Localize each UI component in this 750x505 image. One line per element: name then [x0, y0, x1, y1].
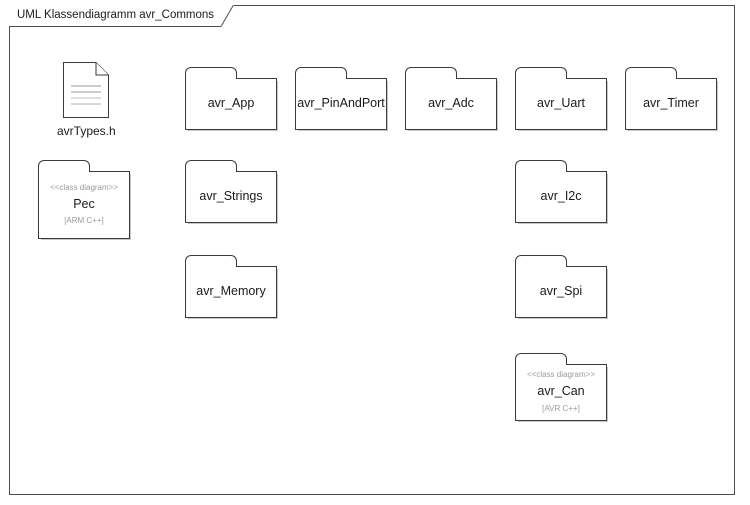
package-avr-adc[interactable]: avr_Adc — [405, 67, 497, 130]
package-tab — [405, 67, 457, 79]
package-name: avr_Adc — [428, 96, 474, 111]
package-tab — [515, 255, 567, 267]
file-label: avrTypes.h — [57, 124, 116, 138]
package-name: avr_Can — [537, 384, 585, 399]
frame-title-tab: UML Klassendiagramm avr_Commons — [9, 5, 235, 27]
package-tab — [625, 67, 677, 79]
package-body: avr_Timer — [625, 78, 717, 130]
package-name: avr_Memory — [196, 284, 266, 299]
package-tab — [515, 160, 567, 172]
frame-title-tab-body: UML Klassendiagramm avr_Commons — [9, 5, 222, 27]
package-avr-timer[interactable]: avr_Timer — [625, 67, 717, 130]
package-body: avr_Memory — [185, 266, 277, 318]
package-body: avr_App — [185, 78, 277, 130]
package-tab — [295, 67, 347, 79]
frame-tab-corner-icon — [221, 5, 234, 27]
package-avr-strings[interactable]: avr_Strings — [185, 160, 277, 223]
package-name: avr_Strings — [199, 189, 263, 204]
package-language-tag: [AVR C++] — [542, 403, 580, 413]
package-name: Pec — [73, 196, 95, 211]
package-avr-can[interactable]: <<class diagram>> avr_Can [AVR C++] — [515, 353, 607, 421]
package-name: avr_Timer — [643, 96, 699, 111]
package-body: avr_I2c — [515, 171, 607, 223]
package-body: <<class diagram>> Pec [ARM C++] — [38, 171, 130, 239]
package-pec[interactable]: <<class diagram>> Pec [ARM C++] — [38, 160, 130, 239]
package-body: avr_Spi — [515, 266, 607, 318]
package-avr-spi[interactable]: avr_Spi — [515, 255, 607, 318]
file-document-icon — [63, 62, 110, 118]
package-language-tag: [ARM C++] — [64, 216, 104, 226]
package-body: avr_PinAndPort — [295, 78, 387, 130]
package-stereotype: <<class diagram>> — [49, 182, 119, 192]
package-tab — [185, 160, 237, 172]
package-tab — [185, 67, 237, 79]
package-body: <<class diagram>> avr_Can [AVR C++] — [515, 364, 607, 421]
package-avr-i2c[interactable]: avr_I2c — [515, 160, 607, 223]
package-name: avr_Spi — [539, 284, 583, 299]
package-body: avr_Strings — [185, 171, 277, 223]
package-tab — [38, 160, 90, 172]
package-tab — [185, 255, 237, 267]
package-body: avr_Adc — [405, 78, 497, 130]
package-name: avr_Uart — [537, 96, 585, 111]
frame-title-label: UML Klassendiagramm avr_Commons — [17, 8, 215, 21]
package-stereotype: <<class diagram>> — [526, 370, 596, 380]
package-tab — [515, 353, 567, 365]
package-avr-memory[interactable]: avr_Memory — [185, 255, 277, 318]
package-tab — [515, 67, 567, 79]
package-avr-pinandport[interactable]: avr_PinAndPort — [295, 67, 387, 130]
package-avr-app[interactable]: avr_App — [185, 67, 277, 130]
package-name: avr_I2c — [540, 189, 582, 204]
package-name: avr_PinAndPort — [297, 96, 385, 111]
file-node-avrtypes-h[interactable]: avrTypes.h — [57, 62, 116, 138]
package-avr-uart[interactable]: avr_Uart — [515, 67, 607, 130]
package-body: avr_Uart — [515, 78, 607, 130]
package-name: avr_App — [207, 96, 255, 111]
